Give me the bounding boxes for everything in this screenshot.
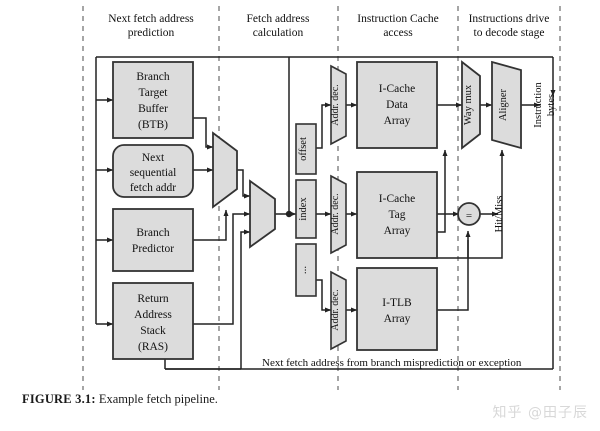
addr-dec-tlb: Addr. dec.: [330, 270, 347, 351]
icache-data-line-0: I-Cache: [379, 83, 415, 95]
bpred-line-0: Branch: [136, 227, 169, 239]
col-icache-line1: Instruction Cache: [357, 13, 438, 25]
itlb-line-0: I-TLB: [382, 297, 412, 309]
ras-line-2: Stack: [140, 325, 166, 337]
btb-line-1: Target: [139, 87, 169, 99]
address-field-index: index: [295, 179, 317, 239]
addr-dec-data-label: Addr. dec.: [330, 84, 341, 125]
btb-line-0: Branch: [136, 71, 169, 83]
addr-dec-data: Addr. dec.: [330, 64, 347, 146]
col-icache-line2: access: [383, 27, 413, 39]
block-itlb-array: I-TLB Array: [356, 267, 438, 351]
block-btb: Branch Target Buffer (BTB): [112, 61, 194, 139]
bpred-line-1: Predictor: [132, 243, 174, 255]
comparator: =: [457, 202, 481, 226]
field-offset-label: offset: [298, 137, 309, 161]
nsfa-line-1: sequential: [130, 167, 177, 179]
aligner-label: Aligner: [498, 88, 509, 121]
address-field-more: ...: [295, 243, 317, 297]
way-mux: Way mux: [461, 60, 481, 150]
block-return-address-stack: Return Address Stack (RAS): [112, 282, 194, 360]
address-field-offset: offset: [295, 123, 317, 175]
output-instruction-bytes: Instruction bytes: [533, 82, 557, 128]
col-next-fetch-line1: Next fetch address: [108, 13, 194, 25]
feedback-label: Next fetch address from branch mispredic…: [262, 357, 522, 369]
figure-caption: FIGURE 3.1: Example fetch pipeline.: [22, 392, 218, 407]
col-fetch-calc-line1: Fetch address: [247, 13, 310, 25]
block-branch-predictor: Branch Predictor: [112, 208, 194, 272]
block-icache-data-array: I-Cache Data Array: [356, 61, 438, 149]
icache-data-line-1: Data: [386, 99, 408, 111]
col-fetch-calc-line2: calculation: [253, 27, 304, 39]
comparator-symbol: =: [466, 210, 472, 222]
aligner: Aligner: [491, 60, 522, 150]
block-icache-tag-array: I-Cache Tag Array: [356, 171, 438, 259]
icache-data-line-2: Array: [384, 115, 411, 127]
field-more-label: ...: [297, 266, 309, 275]
icache-tag-line-2: Array: [384, 225, 411, 237]
icache-tag-line-1: Tag: [388, 209, 405, 221]
addr-dec-tag: Addr. dec.: [330, 174, 347, 255]
nsfa-line-2: fetch addr: [130, 182, 176, 194]
icache-tag-line-0: I-Cache: [379, 193, 415, 205]
itlb-line-1: Array: [384, 313, 411, 325]
nsfa-line-0: Next: [142, 152, 165, 164]
ras-line-3: (RAS): [138, 341, 168, 353]
col-decode-line1: Instructions drive: [469, 13, 550, 25]
block-next-sequential-fetch-addr: Next sequential fetch addr: [112, 144, 194, 198]
mux-predict: [212, 131, 238, 209]
figure-caption-text: Example fetch pipeline.: [98, 392, 218, 406]
instruction-bytes-line-0: Instruction: [533, 82, 544, 128]
ras-line-1: Address: [134, 309, 172, 321]
addr-dec-tag-label: Addr. dec.: [330, 193, 341, 234]
addr-dec-tlb-label: Addr. dec.: [330, 289, 341, 330]
col-next-fetch-line2: prediction: [128, 27, 175, 39]
btb-line-3: (BTB): [138, 119, 168, 131]
output-hit-miss: Hit/Miss: [494, 196, 505, 233]
hit-miss-label: Hit/Miss: [494, 196, 505, 233]
watermark: 知乎 @田子辰: [492, 405, 588, 421]
instruction-bytes-line-1: bytes: [546, 94, 557, 116]
col-decode-line2: to decode stage: [474, 27, 545, 39]
ras-line-0: Return: [137, 293, 169, 305]
field-index-label: index: [298, 197, 309, 221]
way-mux-label: Way mux: [463, 84, 474, 125]
figure-caption-label: FIGURE 3.1:: [22, 392, 96, 406]
column-headers: Next fetch address prediction Fetch addr…: [108, 13, 549, 39]
btb-line-2: Buffer: [138, 103, 168, 115]
mux-select: [249, 179, 276, 249]
